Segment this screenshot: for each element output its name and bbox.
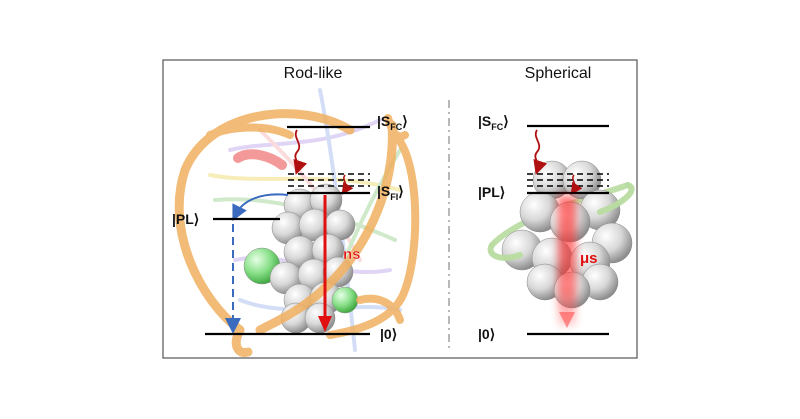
right-label-ground: |0⟩ — [478, 326, 495, 342]
right-small-relax-arrow — [570, 174, 583, 195]
left-label-sfc: |SFC⟩ — [377, 113, 408, 132]
left-label-sfl: |SFI⟩ — [377, 183, 404, 202]
right-lifetime-label: μs — [580, 250, 598, 267]
right-label-pl: |PL⟩ — [478, 184, 505, 200]
left-relaxation-arrow — [293, 129, 308, 175]
right-vibrational-levels — [527, 173, 609, 187]
right-green-loop-front — [487, 182, 635, 261]
left-sphere-cluster — [243, 183, 359, 334]
left-lifetime-label: ns — [343, 246, 361, 263]
right-panel-title: Spherical — [525, 65, 592, 82]
left-panel-title: Rod-like — [284, 65, 343, 82]
right-relaxation-arrow — [533, 129, 548, 175]
left-panel: Rod-like |SFC⟩ |SFI⟩ |PL⟩ ns — [172, 65, 420, 357]
left-blue-transfer-arrow — [232, 193, 289, 222]
left-orange-ribbon — [174, 109, 420, 357]
right-emission-arrowhead — [559, 312, 575, 328]
right-panel: Spherical |SFC⟩ — [478, 65, 635, 342]
left-small-relax-arrow — [341, 174, 354, 195]
left-label-pl: |PL⟩ — [172, 211, 199, 227]
right-label-sfc: |SFC⟩ — [478, 113, 509, 132]
left-vibrational-levels — [288, 173, 370, 187]
left-pink-strip — [233, 149, 287, 170]
left-label-ground: |0⟩ — [380, 326, 397, 342]
left-emission-arrowhead — [318, 316, 332, 332]
